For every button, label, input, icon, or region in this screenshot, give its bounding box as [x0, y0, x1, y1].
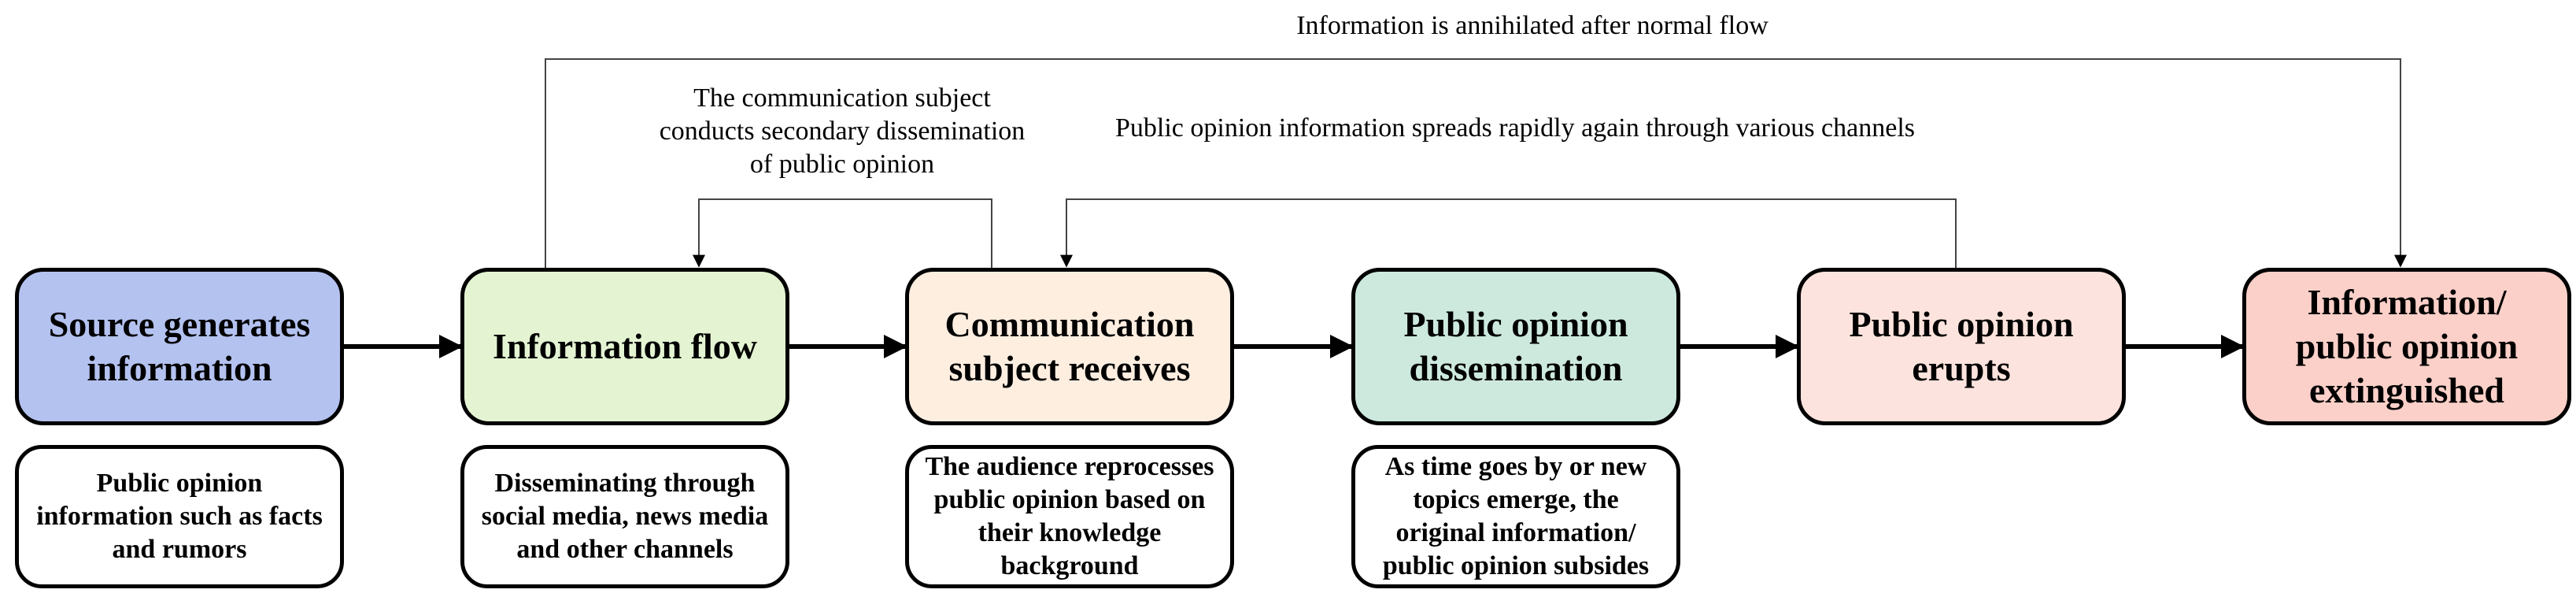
secondary-loop-label: The communication subject conducts secon…	[659, 83, 1026, 179]
top-loop-label: Information is annihilated after normal …	[1296, 11, 1768, 40]
arrow-secondary	[693, 198, 992, 268]
note-source: Public opinion information such as facts…	[15, 445, 344, 588]
stage-erupts: Public opinion erupts	[1797, 268, 2126, 425]
stage-subject-receives: Communication subject receives	[905, 268, 1234, 425]
note-receives: The audience reprocesses public opinion …	[905, 445, 1234, 588]
stage-dissemination: Public opinion dissemination	[1351, 268, 1680, 425]
stage-extinguished: Information/ public opinion extinguished	[2242, 268, 2571, 425]
arrow-annihilated	[545, 58, 2407, 268]
note-dissemination: As time goes by or new topics emerge, th…	[1351, 445, 1680, 588]
arrow-rapid	[1060, 198, 1957, 268]
note-flow: Disseminating through social media, news…	[460, 445, 789, 588]
stage-source-generates: Source generates information	[15, 268, 344, 425]
rapid-loop-label: Public opinion information spreads rapid…	[1114, 113, 1915, 143]
stage-information-flow: Information flow	[460, 268, 789, 425]
